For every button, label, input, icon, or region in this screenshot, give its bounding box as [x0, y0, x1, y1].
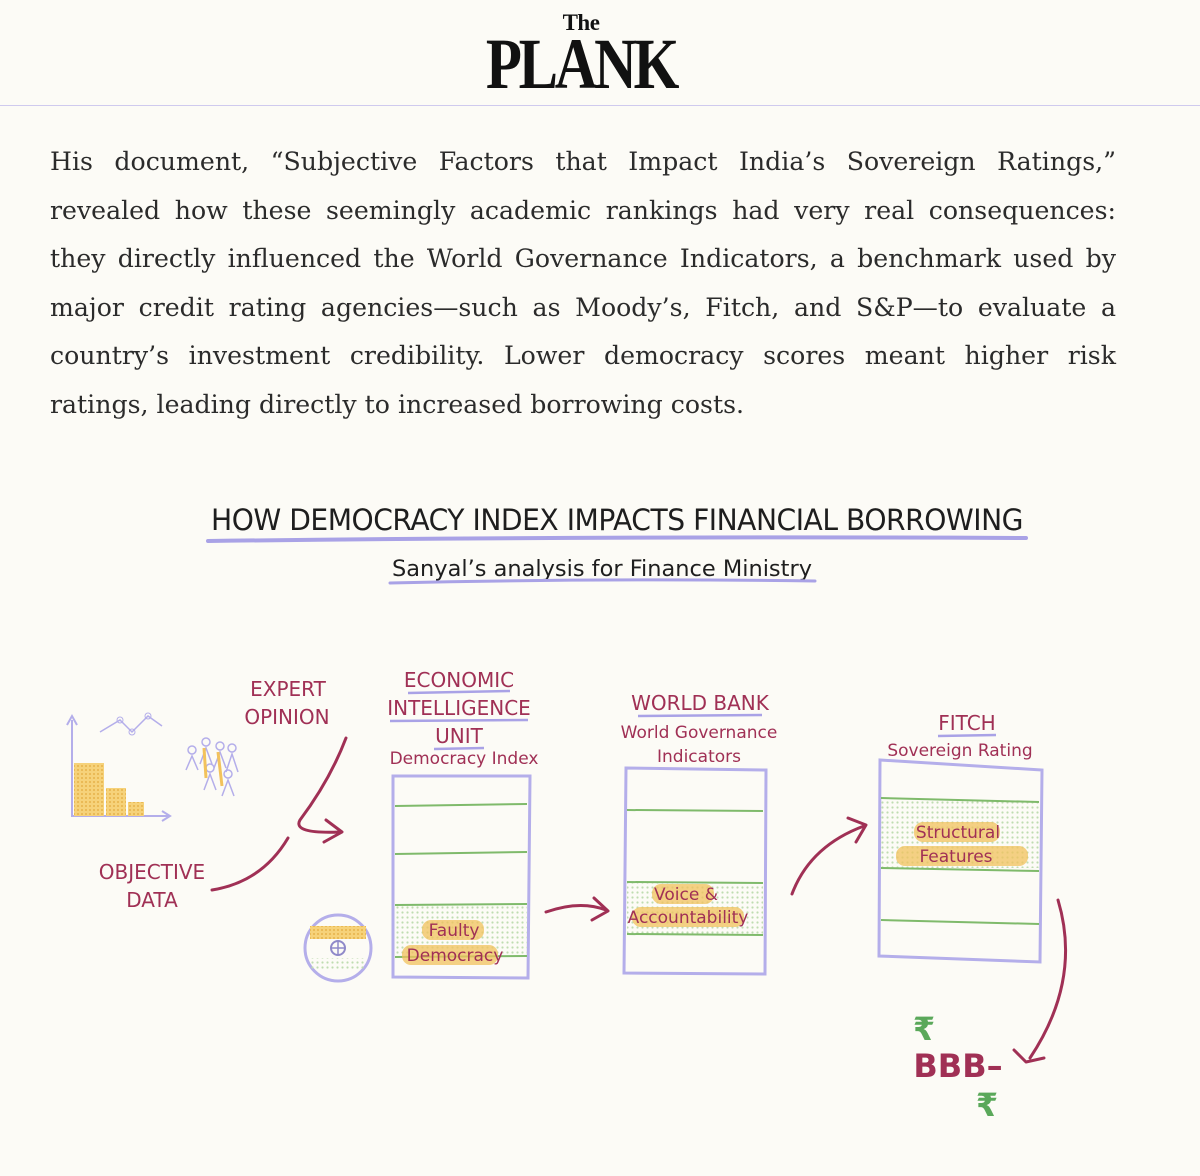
title-underline [206, 535, 1028, 543]
fitch-rating-box [877, 758, 1044, 964]
people-crowd-icon [185, 737, 239, 797]
eiu-name-line3: UNIT [435, 724, 483, 748]
worldbank-name: WORLD BANK [631, 691, 770, 715]
democracy-index-diagram: HOW DEMOCRACY INDEX IMPACTS FINANCIAL BO… [66, 503, 1068, 1124]
worldbank-highlight-2: Accountability [628, 908, 749, 928]
eiu-highlight-2: Democracy [407, 946, 504, 966]
diagram-title: HOW DEMOCRACY INDEX IMPACTS FINANCIAL BO… [211, 503, 1023, 537]
data-chart-icon [66, 712, 172, 822]
expert-opinion-label-2: OPINION [244, 705, 329, 729]
fitch-highlight-2: Features [919, 847, 992, 867]
credit-rating-value: BBB– [913, 1047, 1002, 1085]
objective-data-arrow [210, 836, 290, 892]
eiu-highlight-1: Faulty [429, 921, 480, 941]
rupee-icon-top: ₹ [913, 1010, 935, 1048]
masthead: The PLANK [0, 0, 1200, 106]
logo-plank[interactable]: PLANK [485, 24, 680, 104]
fitch-name: FITCH [938, 711, 995, 735]
worldbank-to-fitch-arrow [790, 824, 866, 896]
eiu-index-box [391, 774, 532, 980]
expert-opinion-arrow [297, 736, 348, 834]
worldbank-sub-2: Indicators [657, 747, 741, 767]
worldbank-sub-1: World Governance [621, 723, 778, 743]
eiu-name-line1: ECONOMIC [404, 668, 514, 692]
india-flag-emblem [303, 913, 373, 983]
expert-opinion-label-1: EXPERT [250, 677, 326, 701]
eiu-to-worldbank-arrow [544, 904, 608, 914]
eiu-name-line2: INTELLIGENCE [387, 696, 531, 720]
article-paragraph: His document, “Subjective Factors that I… [50, 147, 1116, 419]
subtitle-underline [388, 578, 817, 585]
fitch-highlight-1: Structural [916, 823, 1000, 843]
fitch-to-rating-arrow [1028, 898, 1068, 1060]
objective-data-label-2: DATA [126, 888, 178, 912]
rupee-icon-bottom: ₹ [976, 1086, 998, 1124]
eiu-sub: Democracy Index [390, 749, 539, 769]
objective-data-label-1: OBJECTIVE [99, 860, 205, 884]
worldbank-highlight-1: Voice & [654, 885, 718, 905]
fitch-sub: Sovereign Rating [887, 741, 1032, 761]
worldbank-indicators-box [622, 766, 768, 976]
diagram-subtitle: Sanyal’s analysis for Finance Ministry [392, 557, 812, 582]
logo-the[interactable]: The [562, 10, 600, 35]
